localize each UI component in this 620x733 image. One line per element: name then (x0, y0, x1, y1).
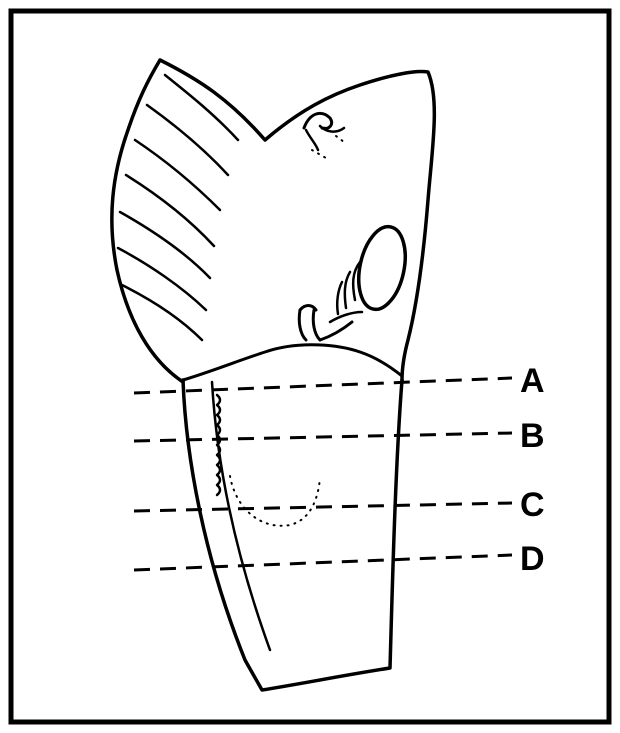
level-label-d: D (520, 540, 545, 578)
level-line-a (134, 378, 512, 393)
level-labels: A B C D (520, 362, 545, 578)
ear-folds (330, 262, 362, 322)
dorsal-ridges (118, 75, 238, 340)
level-line-c (134, 503, 512, 511)
dotted-outline (230, 476, 320, 526)
jaw-line (183, 345, 402, 380)
jaw-flap (299, 306, 352, 341)
ear-oval (352, 222, 413, 313)
eye-tuft (304, 113, 344, 158)
serrated-line (217, 395, 220, 495)
level-label-c: C (520, 486, 545, 524)
level-label-b: B (520, 417, 545, 455)
head-outline (112, 60, 434, 382)
level-lines (134, 378, 512, 570)
level-label-a: A (520, 362, 545, 400)
level-line-d (134, 555, 512, 570)
level-line-b (134, 433, 512, 441)
